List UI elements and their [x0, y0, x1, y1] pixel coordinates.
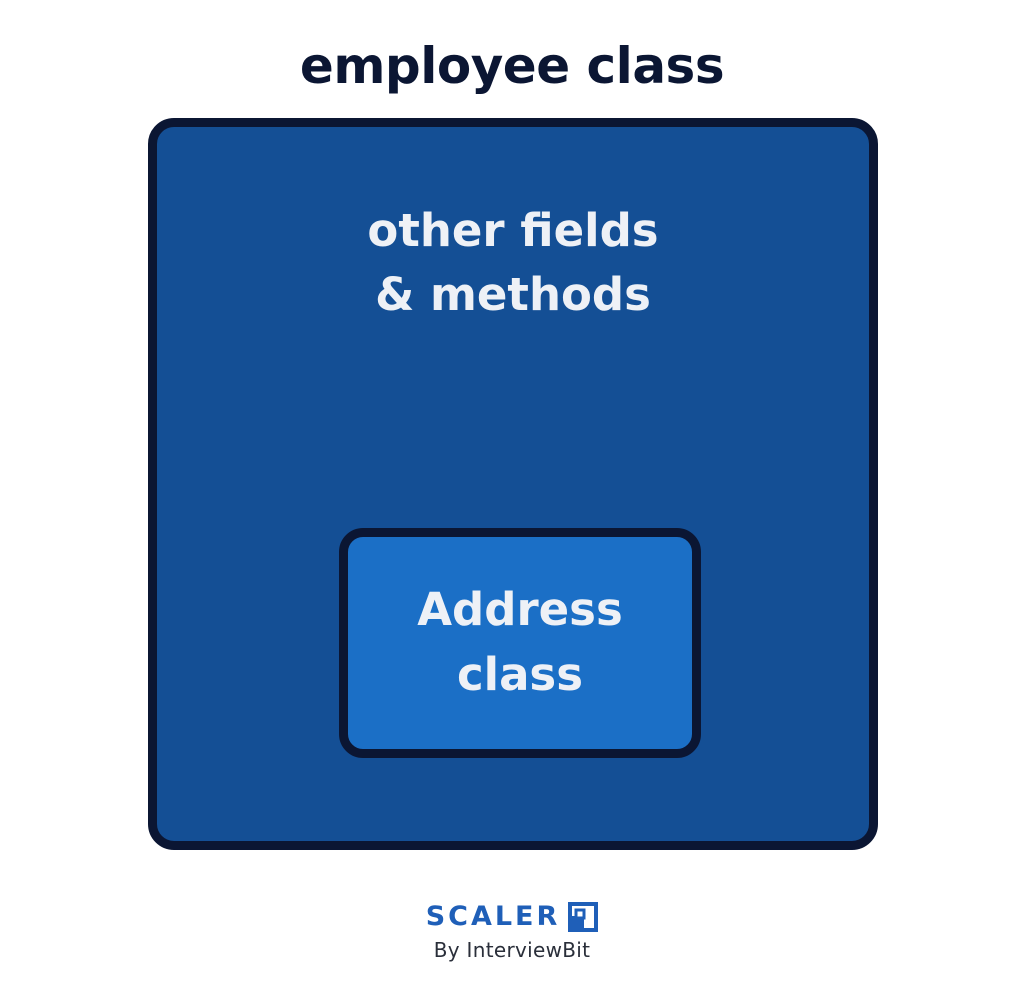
- brand-row: SCALER: [426, 900, 599, 934]
- employee-class-box: other fields & methods Address class: [148, 118, 878, 850]
- outer-label-line2: & methods: [375, 268, 651, 321]
- scaler-logo-icon: [568, 902, 599, 932]
- outer-label-line1: other fields: [367, 204, 659, 257]
- inner-label-line1: Address: [417, 583, 623, 636]
- diagram-title: employee class: [299, 37, 725, 95]
- brand-tagline: By InterviewBit: [433, 938, 591, 962]
- address-class-box: Address class: [339, 528, 701, 758]
- inner-label-line2: class: [456, 648, 584, 701]
- address-class-label: Address class: [348, 577, 692, 707]
- employee-class-label: other fields & methods: [157, 199, 869, 327]
- brand-name: SCALER: [425, 901, 561, 932]
- brand-logo: SCALER By InterviewBit: [0, 900, 1024, 964]
